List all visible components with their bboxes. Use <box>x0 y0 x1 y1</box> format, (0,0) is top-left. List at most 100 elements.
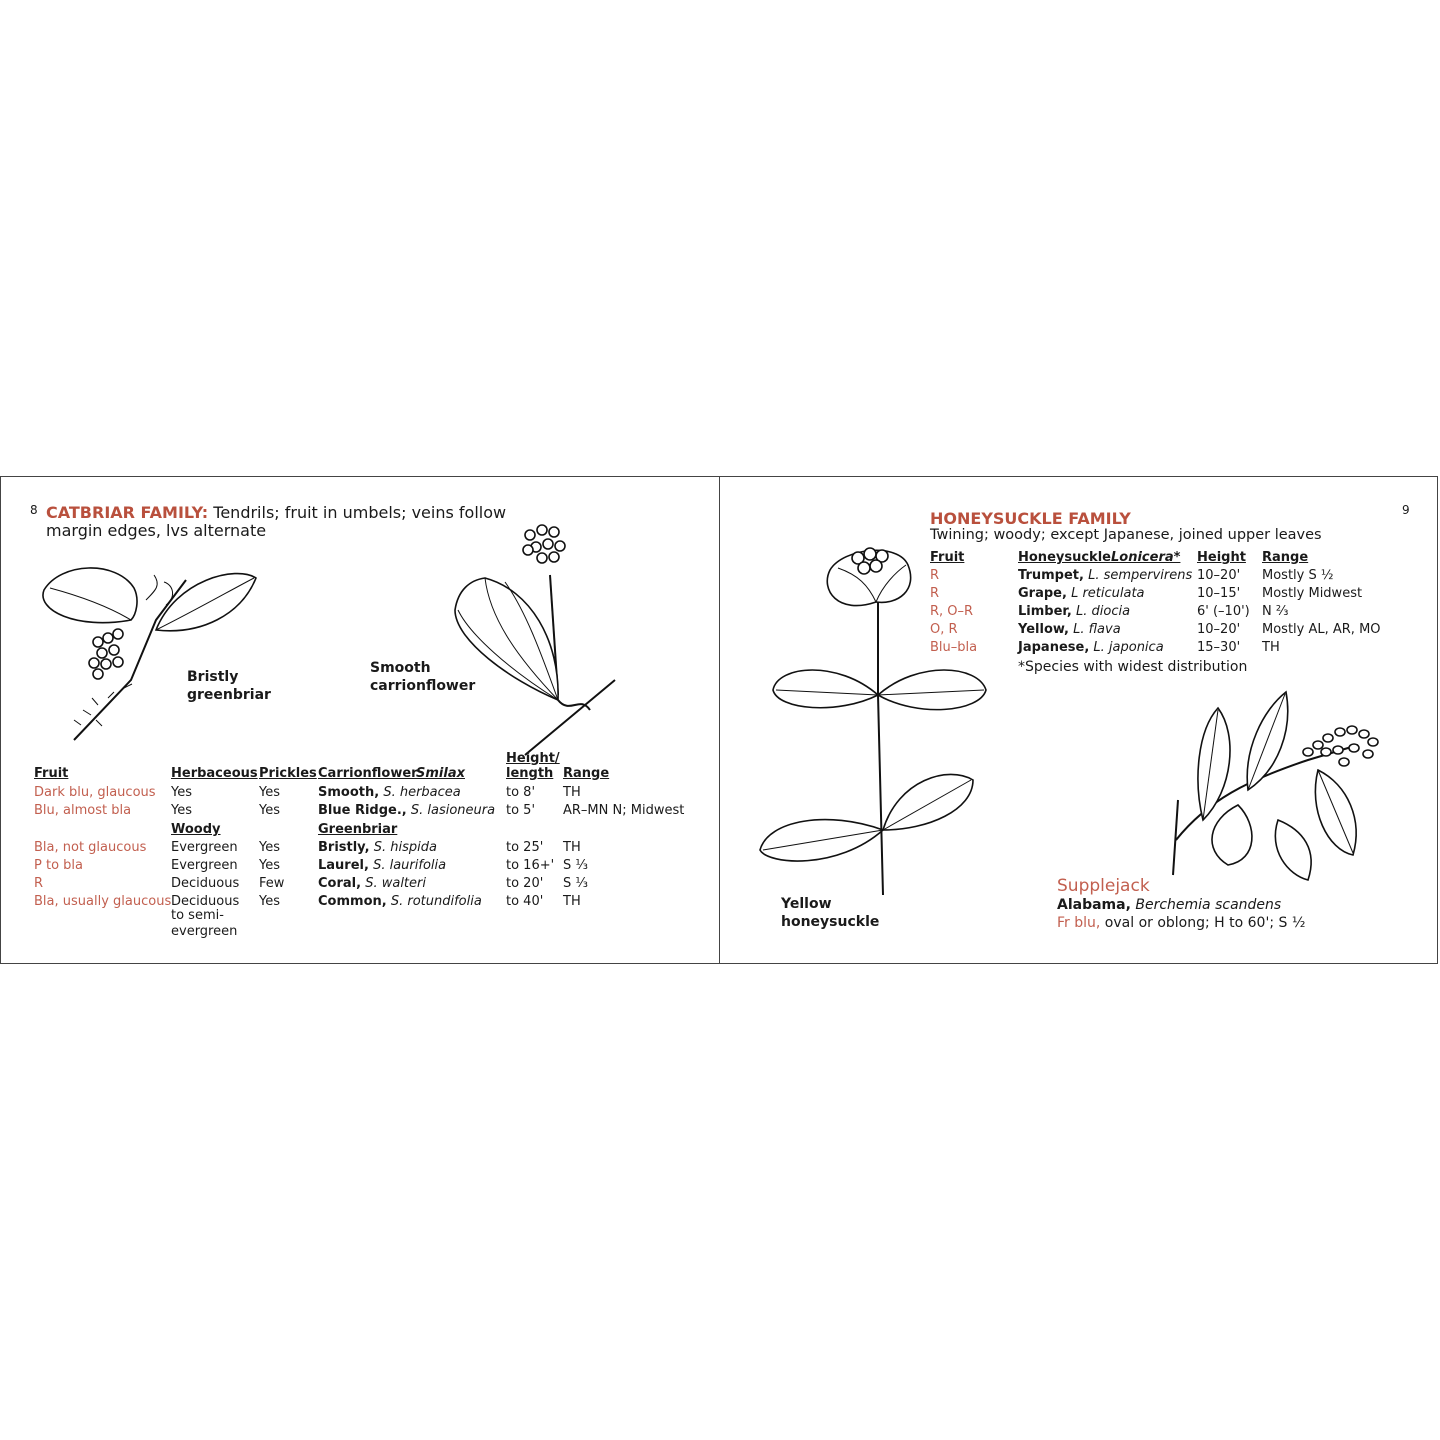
cell-height: to 5' <box>506 803 536 818</box>
col-header-herbaceous: Herbaceous <box>171 766 258 781</box>
cell-height: to 25' <box>506 840 544 855</box>
cell-name: Common, S. rotundifolia <box>318 893 482 911</box>
cell-prickles: Yes <box>259 785 280 800</box>
cell-fruit: Bla, not glaucous <box>34 840 147 855</box>
subheader-greenbriar: Greenbriar <box>318 822 398 837</box>
col-header-honeysuckle: Honeysuckle <box>1018 550 1111 565</box>
cell-sci: S. walteri <box>365 876 426 891</box>
cell-sci: L. diocia <box>1076 604 1131 619</box>
footnote: *Species with widest distribution <box>1018 659 1248 675</box>
cell-fruit: Blu–bla <box>930 640 978 655</box>
cell-common: Grape, <box>1018 586 1067 601</box>
cell-name: Blue Ridge., S. lasioneura <box>318 802 495 820</box>
cell-type: Yes <box>171 803 192 818</box>
col-header-fruit: Fruit <box>34 766 69 781</box>
cell-fruit: O, R <box>930 622 958 637</box>
cell-name: Smooth, S. herbacea <box>318 784 461 802</box>
cell-range: Mostly Midwest <box>1262 586 1363 601</box>
cell-range: TH <box>563 785 581 800</box>
caption-bristly: Bristly <box>187 669 239 685</box>
col-header-smilax: Smilax <box>416 766 465 781</box>
cell-height: to 20' <box>506 876 544 891</box>
cell-type: Deciduous <box>171 894 240 909</box>
supplejack-common: Alabama, <box>1057 897 1131 913</box>
col-header-prickles: Prickles <box>259 766 317 781</box>
catbriar-desc-2: margin edges, lvs alternate <box>46 521 267 540</box>
cell-height: 10–20' <box>1197 568 1241 583</box>
cell-type: Evergreen <box>171 840 238 855</box>
cell-prickles: Yes <box>259 840 280 855</box>
cell-fruit: Blu, almost bla <box>34 803 132 818</box>
cell-height: to 16+' <box>506 858 555 873</box>
catbriar-heading: CATBRIAR FAMILY: Tendrils; fruit in umbe… <box>46 503 506 522</box>
supplejack-detail: oval or oblong; H to 60'; S ½ <box>1104 915 1306 931</box>
caption-honeysuckle: honeysuckle <box>781 914 880 930</box>
cell-name: Bristly, S. hispida <box>318 839 437 857</box>
yellow-honeysuckle-illustration <box>759 547 987 896</box>
cell-height: to 8' <box>506 785 536 800</box>
cell-sci: L. japonica <box>1093 640 1164 655</box>
cell-height: to 40' <box>506 894 544 909</box>
cell-range: TH <box>563 840 581 855</box>
cell-prickles: Yes <box>259 858 280 873</box>
cell-prickles: Yes <box>259 803 280 818</box>
cell-common: Trumpet, <box>1018 568 1084 583</box>
col-header-lonicera: Lonicera* <box>1111 550 1181 565</box>
cell-type: Deciduous <box>171 876 240 891</box>
cell-sci: S. lasioneura <box>410 803 496 818</box>
page-number-left: 8 <box>30 503 38 517</box>
cell-range: N ⅔ <box>1262 604 1289 619</box>
cell-sci: L. flava <box>1073 622 1121 637</box>
cell-fruit: R, O–R <box>930 604 974 619</box>
supplejack-sci: Berchemia scandens <box>1135 897 1282 913</box>
cell-type: Evergreen <box>171 858 238 873</box>
cell-common: Yellow, <box>1018 622 1069 637</box>
cell-name: Yellow, L. flava <box>1018 621 1121 639</box>
cell-common: Common, <box>318 894 387 909</box>
cell-range: Mostly AL, AR, MO <box>1262 622 1381 637</box>
col-header-range-r: Range <box>1262 550 1309 565</box>
col-header-length: length <box>506 766 554 781</box>
cell-fruit: P to bla <box>34 858 83 873</box>
cell-range: AR–MN N; Midwest <box>563 803 685 818</box>
cell-common: Coral, <box>318 876 362 891</box>
cell-height: 10–15' <box>1197 586 1241 601</box>
caption-smooth: Smooth <box>370 660 431 676</box>
catbriar-family-name: CATBRIAR FAMILY: <box>46 503 209 522</box>
caption-yellow: Yellow <box>781 896 832 912</box>
cell-common: Japanese, <box>1018 640 1090 655</box>
cell-range: TH <box>563 894 581 909</box>
cell-common: Smooth, <box>318 785 380 800</box>
caption-carrionflower: carrionflower <box>370 678 476 694</box>
cell-sci: S. laurifolia <box>373 858 447 873</box>
supplejack-species: Alabama, Berchemia scandens <box>1057 896 1281 914</box>
cell-sci: L. sempervirens <box>1088 568 1193 583</box>
cell-height: 10–20' <box>1197 622 1241 637</box>
catbriar-desc-1: Tendrils; fruit in umbels; veins follow <box>213 503 507 522</box>
cell-fruit: Bla, usually glaucous <box>34 894 172 909</box>
cell-height: 15–30' <box>1197 640 1241 655</box>
cell-sci: S. herbacea <box>383 785 461 800</box>
cell-range: S ⅓ <box>563 876 588 891</box>
cell-height: 6' (–10') <box>1197 604 1250 619</box>
page-number-right: 9 <box>1402 503 1410 517</box>
caption-greenbriar: greenbriar <box>187 687 271 703</box>
cell-fruit: R <box>34 876 44 891</box>
cell-name: Grape, L reticulata <box>1018 585 1145 603</box>
cell-fruit: R <box>930 586 940 601</box>
cell-type: Yes <box>171 785 192 800</box>
smooth-carrionflower-illustration <box>454 524 616 756</box>
bristly-greenbriar-illustration <box>42 567 257 741</box>
cell-name: Laurel, S. laurifolia <box>318 857 446 875</box>
col-header-range: Range <box>563 766 610 781</box>
col-header-height-r: Height <box>1197 550 1246 565</box>
col-header-carrionflower: Carrionflower <box>318 766 418 781</box>
subheader-woody: Woody <box>171 822 221 837</box>
cell-common: Bristly, <box>318 840 370 855</box>
supplejack-fruit: Fr blu, <box>1057 915 1101 931</box>
cell-sci: L reticulata <box>1071 586 1145 601</box>
cell-fruit: Dark blu, glaucous <box>34 785 156 800</box>
cell-fruit: R <box>930 568 940 583</box>
cell-type-cont-1: to semi- <box>171 908 224 923</box>
page-gutter <box>719 476 720 964</box>
